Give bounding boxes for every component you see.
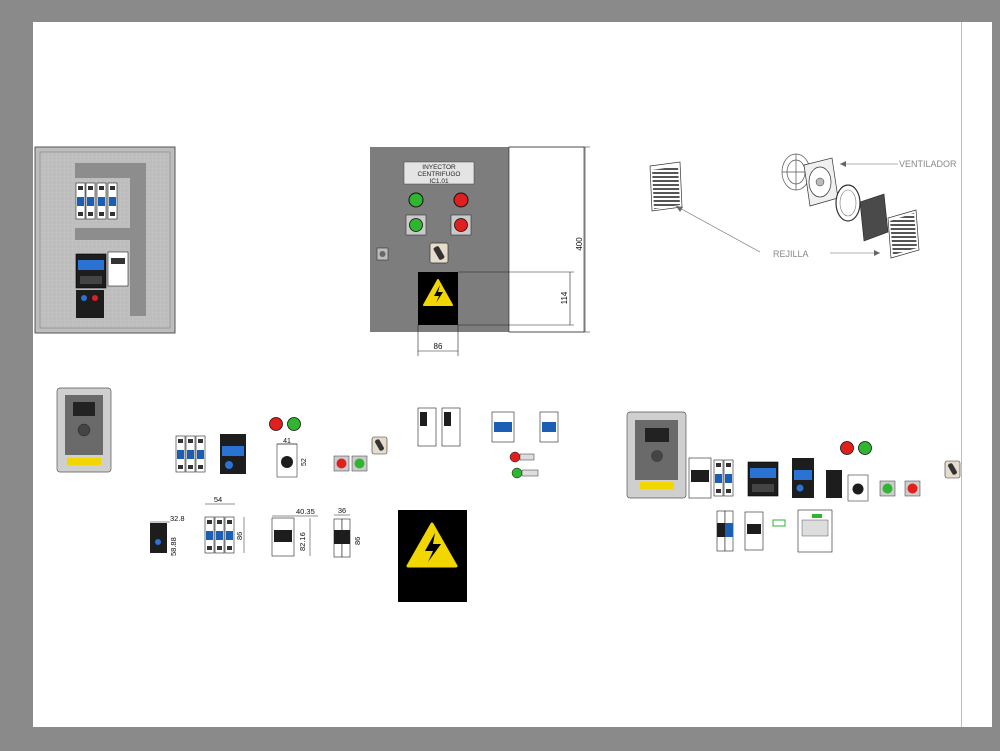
panel-title-line-2: CENTRIFUGO: [418, 171, 461, 178]
pilot-light-green-icon: [408, 192, 424, 208]
relay-dimensioned: 32.8 58.88: [150, 514, 185, 556]
panel-title-plate: [403, 161, 475, 185]
filter-ring-icon: [835, 184, 861, 222]
dim-timer-height: 52: [301, 458, 308, 466]
dim-relay-width: 32.8: [170, 514, 185, 523]
terminal-block-icon: [417, 407, 461, 447]
breaker-dimensioned: 54 86: [204, 495, 245, 554]
dim-contactor-width: 40.35: [296, 507, 315, 516]
pilot-light-green-icon: [287, 417, 301, 431]
breaker-group-2: [688, 457, 779, 499]
dim-switch-width: 36: [338, 506, 346, 515]
contactor-2-icon: [792, 458, 842, 498]
right-grille-icon: [887, 209, 920, 259]
selector-switch-icon: [944, 460, 961, 479]
switch-dimensioned: 36 86: [333, 506, 362, 558]
bottom-row-components: [716, 509, 833, 553]
timer-relay-icon: 41 52: [276, 438, 308, 478]
vfd-drive-2-icon: [626, 411, 687, 499]
dim-switch-height: 86: [353, 537, 362, 545]
dim-panel-height: 400: [575, 237, 584, 251]
selector-switch-icon: [371, 436, 388, 455]
panel-title-line-3: IC1.01: [429, 178, 449, 185]
control-panel-front: INYECTOR CENTRIFUGO IC1.01: [370, 146, 590, 356]
pilot-light-green-icon: [858, 441, 872, 455]
timer-relay-2-icon: [847, 474, 869, 502]
warning-sign-large-icon: [398, 510, 467, 602]
dim-relay-height: 58.88: [169, 537, 178, 556]
dim-breaker-height: 86: [235, 532, 244, 540]
indicator-lamp-icons: [509, 451, 539, 479]
drawing-sheet: [33, 22, 961, 727]
selector-switch-icon: [429, 242, 449, 264]
ventilation-exploded-view: VENTILADOR REJILLA: [649, 153, 957, 259]
push-button-pair-icon: [333, 455, 368, 472]
start-button-icon: [405, 214, 427, 236]
dim-timer-width: 41: [283, 438, 291, 445]
small-breaker-icon: [491, 411, 559, 443]
dim-label-height: 114: [560, 291, 569, 304]
grille-callout: REJILLA: [773, 249, 809, 259]
fan-icon: [803, 157, 839, 207]
pilot-light-red-icon: [269, 417, 283, 431]
dim-breaker-width: 54: [214, 495, 222, 504]
panel-dimensions: [417, 146, 590, 356]
interior-contactor: [75, 251, 129, 289]
left-grille-icon: [649, 161, 683, 212]
pilot-light-red-icon: [453, 192, 469, 208]
warning-high-voltage-icon: [418, 272, 458, 325]
contactor-dimensioned: 40.35 82.16: [271, 507, 318, 557]
breaker-group-1: [175, 435, 206, 473]
vfd-drive-icon: [56, 387, 112, 473]
pilot-light-red-icon: [840, 441, 854, 455]
emergency-label-icon: [376, 247, 389, 261]
panel-interior-layout: [34, 146, 176, 334]
dim-label-width: 86: [434, 342, 443, 351]
stop-button-icon: [450, 214, 472, 236]
dim-contactor-height: 82.16: [298, 532, 307, 551]
fan-callout: VENTILADOR: [899, 159, 957, 169]
panel-title-line-1: INYECTOR: [422, 164, 456, 171]
sheet-margin: [961, 22, 992, 727]
push-button-pair-2-icon: [879, 480, 921, 497]
interior-relay: [76, 290, 104, 318]
contactor-1-icon: [220, 434, 246, 474]
filter-mesh-icon: [859, 193, 889, 242]
